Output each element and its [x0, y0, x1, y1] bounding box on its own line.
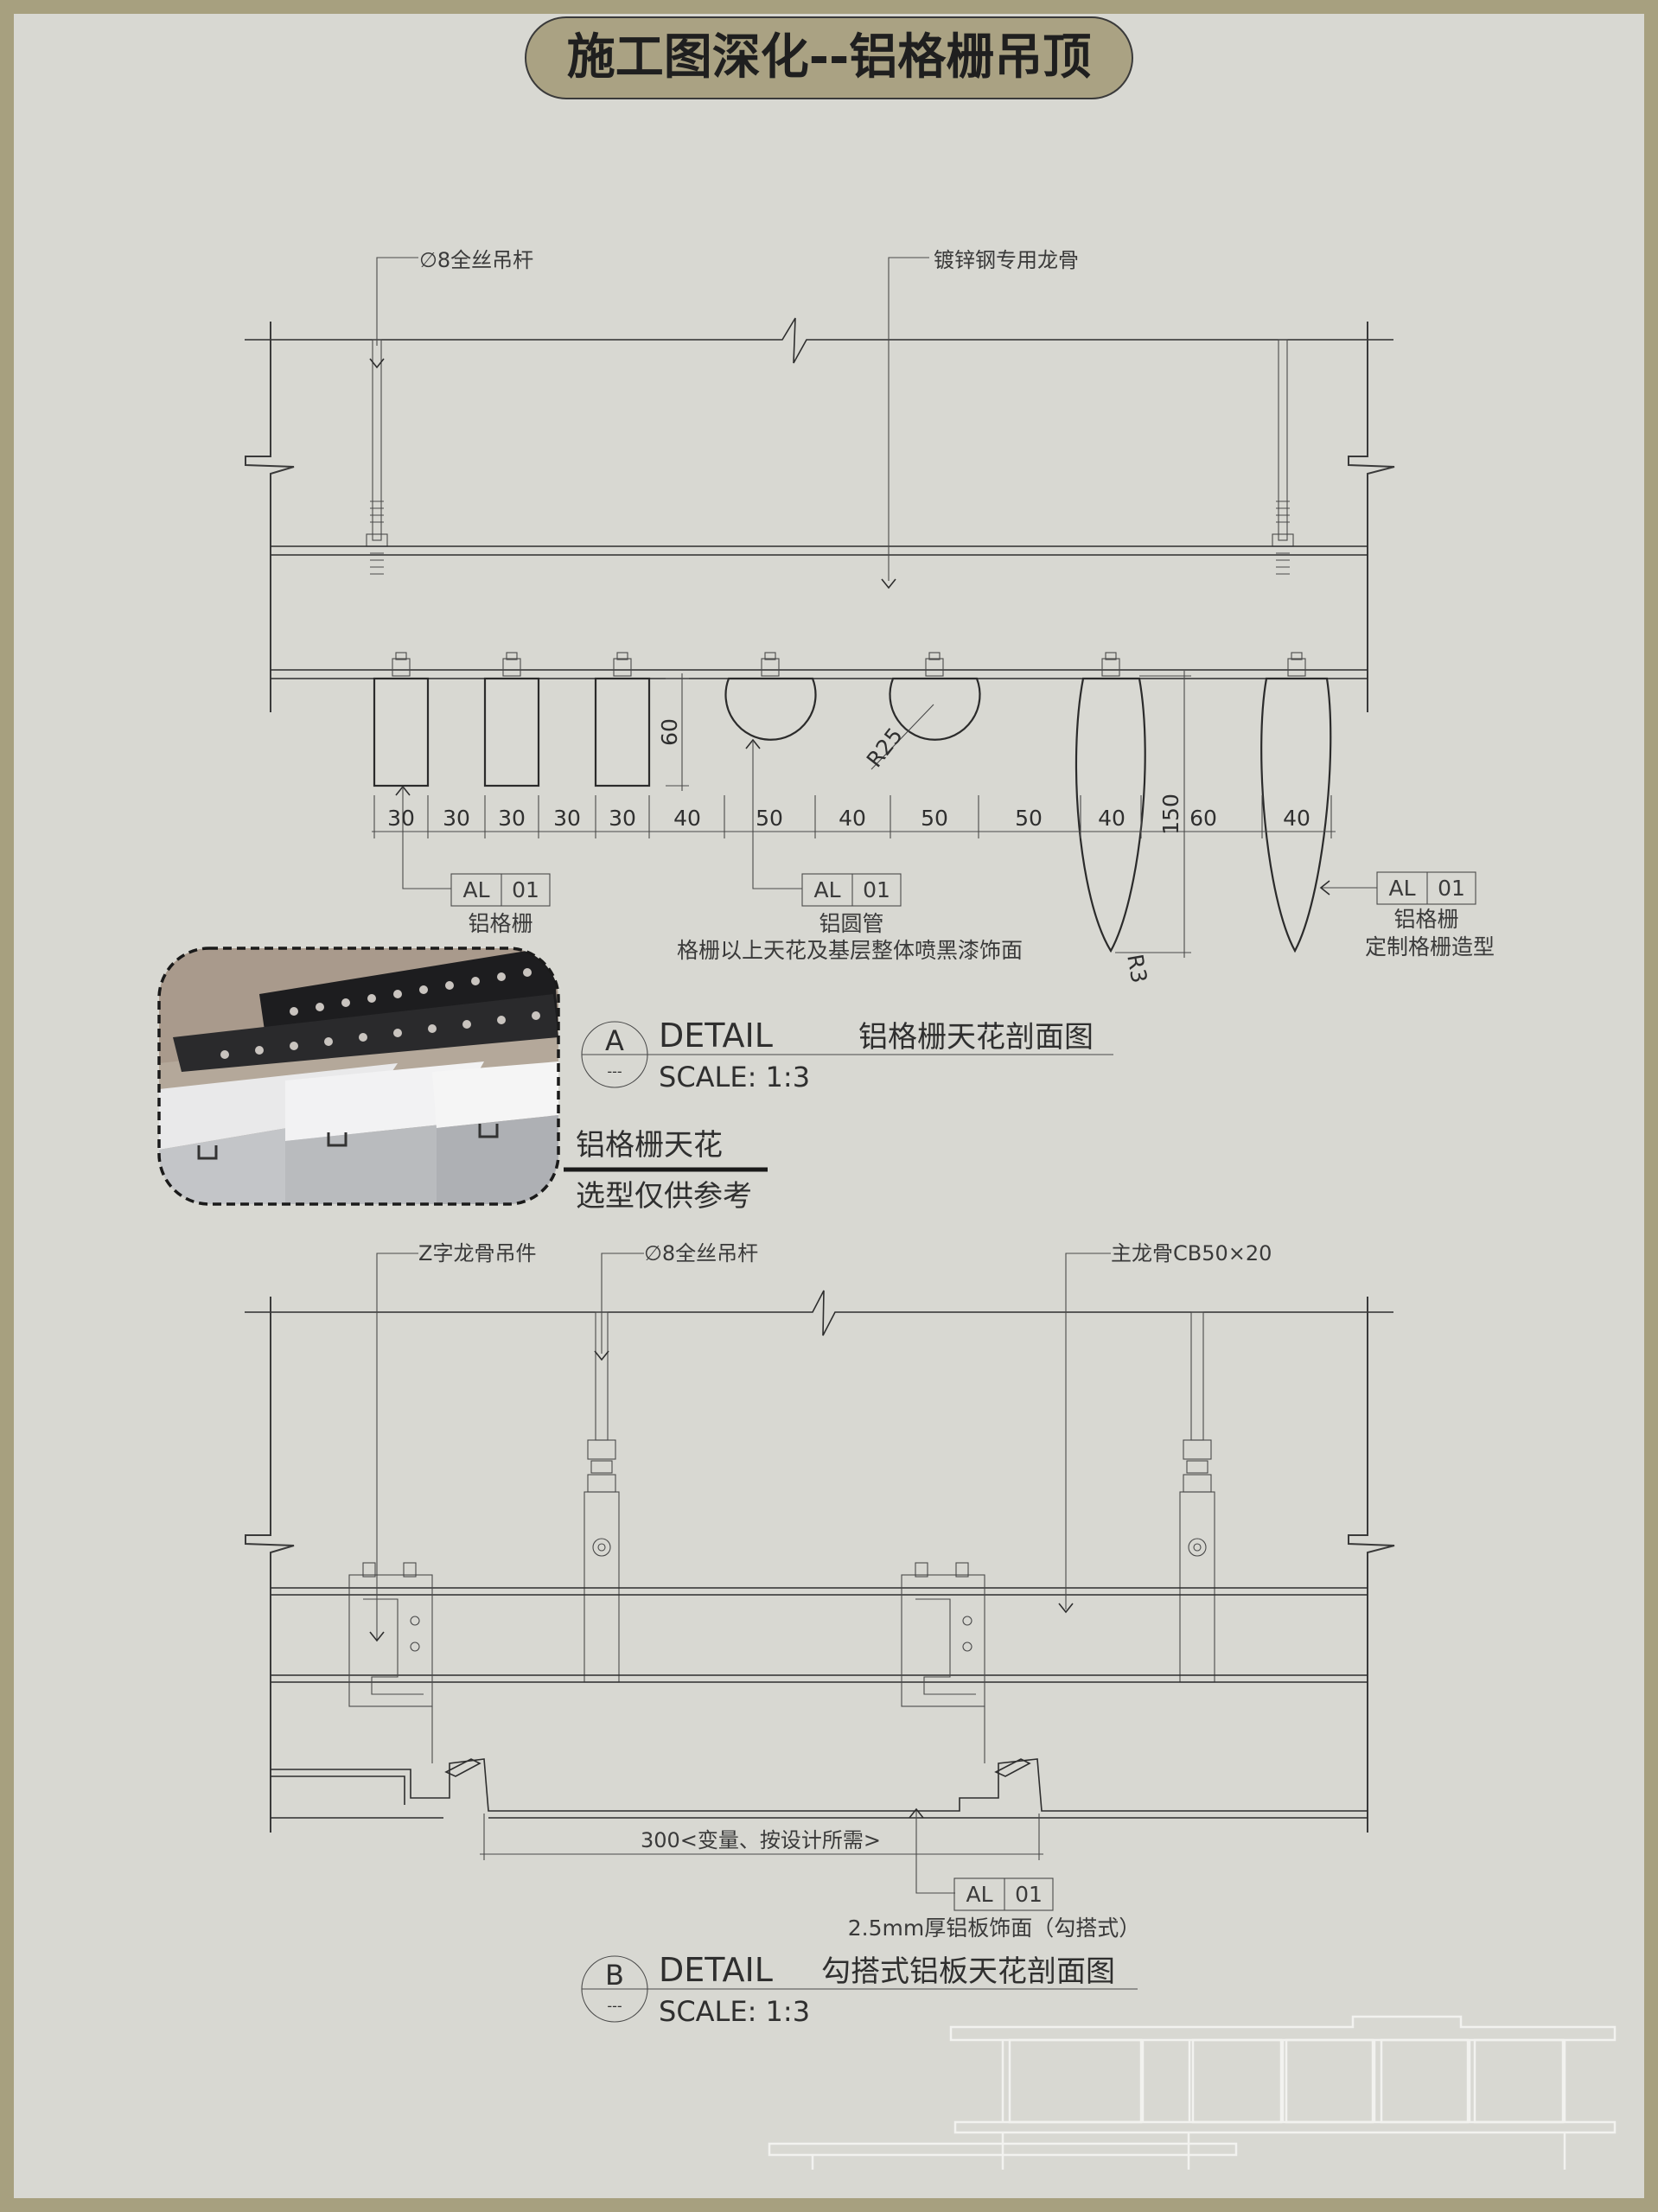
dim-value: 30	[553, 806, 581, 831]
detail-letter: A	[605, 1024, 624, 1057]
page-title: 施工图深化--铝格栅吊顶	[567, 29, 1091, 86]
callout-z-hanger: Z字龙骨吊件	[418, 1241, 536, 1265]
detail-letter: B	[605, 1959, 624, 1992]
tag-number: 01	[1438, 876, 1465, 901]
detail-a-symbol: A --- DETAIL 铝格栅天花剖面图 SCALE: 1:3	[581, 1017, 1113, 1093]
dim-value: 30	[609, 806, 636, 831]
callout-full-thread-rod: ∅8全丝吊杆	[644, 1241, 758, 1265]
dim-span-label: 300<变量、按设计所需>	[641, 1828, 881, 1852]
dim-value: 60	[1189, 806, 1217, 831]
dim-value: 30	[443, 806, 470, 831]
material-tag-aluminium-panel: AL 01 2.5mm厚铝板饰面（勾搭式）	[848, 1877, 1140, 1941]
callout-full-thread-rod: ∅8全丝吊杆	[419, 248, 533, 272]
tag-note: 格栅以上天花及基层整体喷黑漆饰面	[677, 938, 1023, 963]
detail-scale: SCALE: 1:3	[659, 1061, 810, 1093]
tag-code: AL	[462, 877, 489, 902]
reference-photo	[157, 947, 560, 1206]
photo-note: 选型仅供参考	[576, 1179, 752, 1214]
detail-a-drawing	[245, 257, 1395, 958]
radius-r3: R3	[1122, 953, 1151, 985]
dim-value: 40	[839, 806, 866, 831]
tag-name: 铝格栅	[1393, 907, 1458, 932]
z-hanger	[348, 1562, 985, 1707]
dim-value: 50	[921, 806, 948, 831]
tag-code: AL	[966, 1882, 992, 1907]
dim-value: 40	[673, 806, 701, 831]
photo-caption: 铝格栅天花	[576, 1128, 723, 1163]
bottom-dimensions: 30 30 30 30 30 40 50 40 50 50 40 60 40	[387, 806, 1310, 831]
dim-value: 50	[1015, 806, 1043, 831]
tag-note: 定制格栅造型	[1365, 934, 1495, 959]
detail-title: 铝格栅天花剖面图	[858, 1020, 1094, 1055]
tag-number: 01	[1015, 1882, 1043, 1907]
callout-galvanized-keel: 镀锌钢专用龙骨	[934, 248, 1079, 272]
detail-b-symbol: B --- DETAIL 勾搭式铝板天花剖面图 SCALE: 1:3	[581, 1951, 1138, 2028]
detail-title: 勾搭式铝板天花剖面图	[821, 1954, 1115, 1989]
dim-value: 40	[1098, 806, 1126, 831]
detail-sheet: ---	[607, 1063, 622, 1080]
dim-value: 50	[756, 806, 783, 831]
custom-grille-profile	[1075, 677, 1332, 953]
tag-name: 铝圆管	[819, 911, 883, 936]
detail-word: DETAIL	[659, 1951, 773, 1989]
dim-value: 30	[387, 806, 415, 831]
tag-number: 01	[863, 877, 890, 902]
detail-b-drawing	[245, 1253, 1395, 1894]
detail-word: DETAIL	[659, 1017, 773, 1055]
aluminium-round-tube	[724, 677, 981, 741]
material-tag-grille: AL 01 铝格栅	[450, 873, 551, 936]
decorative-section-outline	[768, 2015, 1617, 2170]
tag-name: 2.5mm厚铝板饰面（勾搭式）	[848, 1916, 1140, 1941]
tag-code: AL	[1388, 876, 1415, 901]
material-tag-custom-grille: AL 01 铝格栅 定制格栅造型	[1365, 871, 1495, 959]
tag-name: 铝格栅	[468, 911, 532, 936]
title-banner: 施工图深化--铝格栅吊顶	[525, 16, 1133, 99]
callout-main-keel: 主龙骨CB50×20	[1111, 1241, 1272, 1265]
material-tag-round-tube: AL 01 铝圆管 格栅以上天花及基层整体喷黑漆饰面	[677, 873, 1023, 963]
grille-profile-rect	[373, 677, 651, 787]
dim-value: 30	[498, 806, 526, 831]
detail-scale: SCALE: 1:3	[659, 1995, 810, 2028]
dim-ticks	[373, 795, 1332, 838]
dim-value: 40	[1283, 806, 1310, 831]
detail-sheet: ---	[607, 1998, 622, 2014]
dim-height-150: 150	[1158, 794, 1183, 835]
tag-number: 01	[512, 877, 539, 902]
tag-code: AL	[813, 877, 840, 902]
dim-height-60: 60	[657, 718, 682, 746]
